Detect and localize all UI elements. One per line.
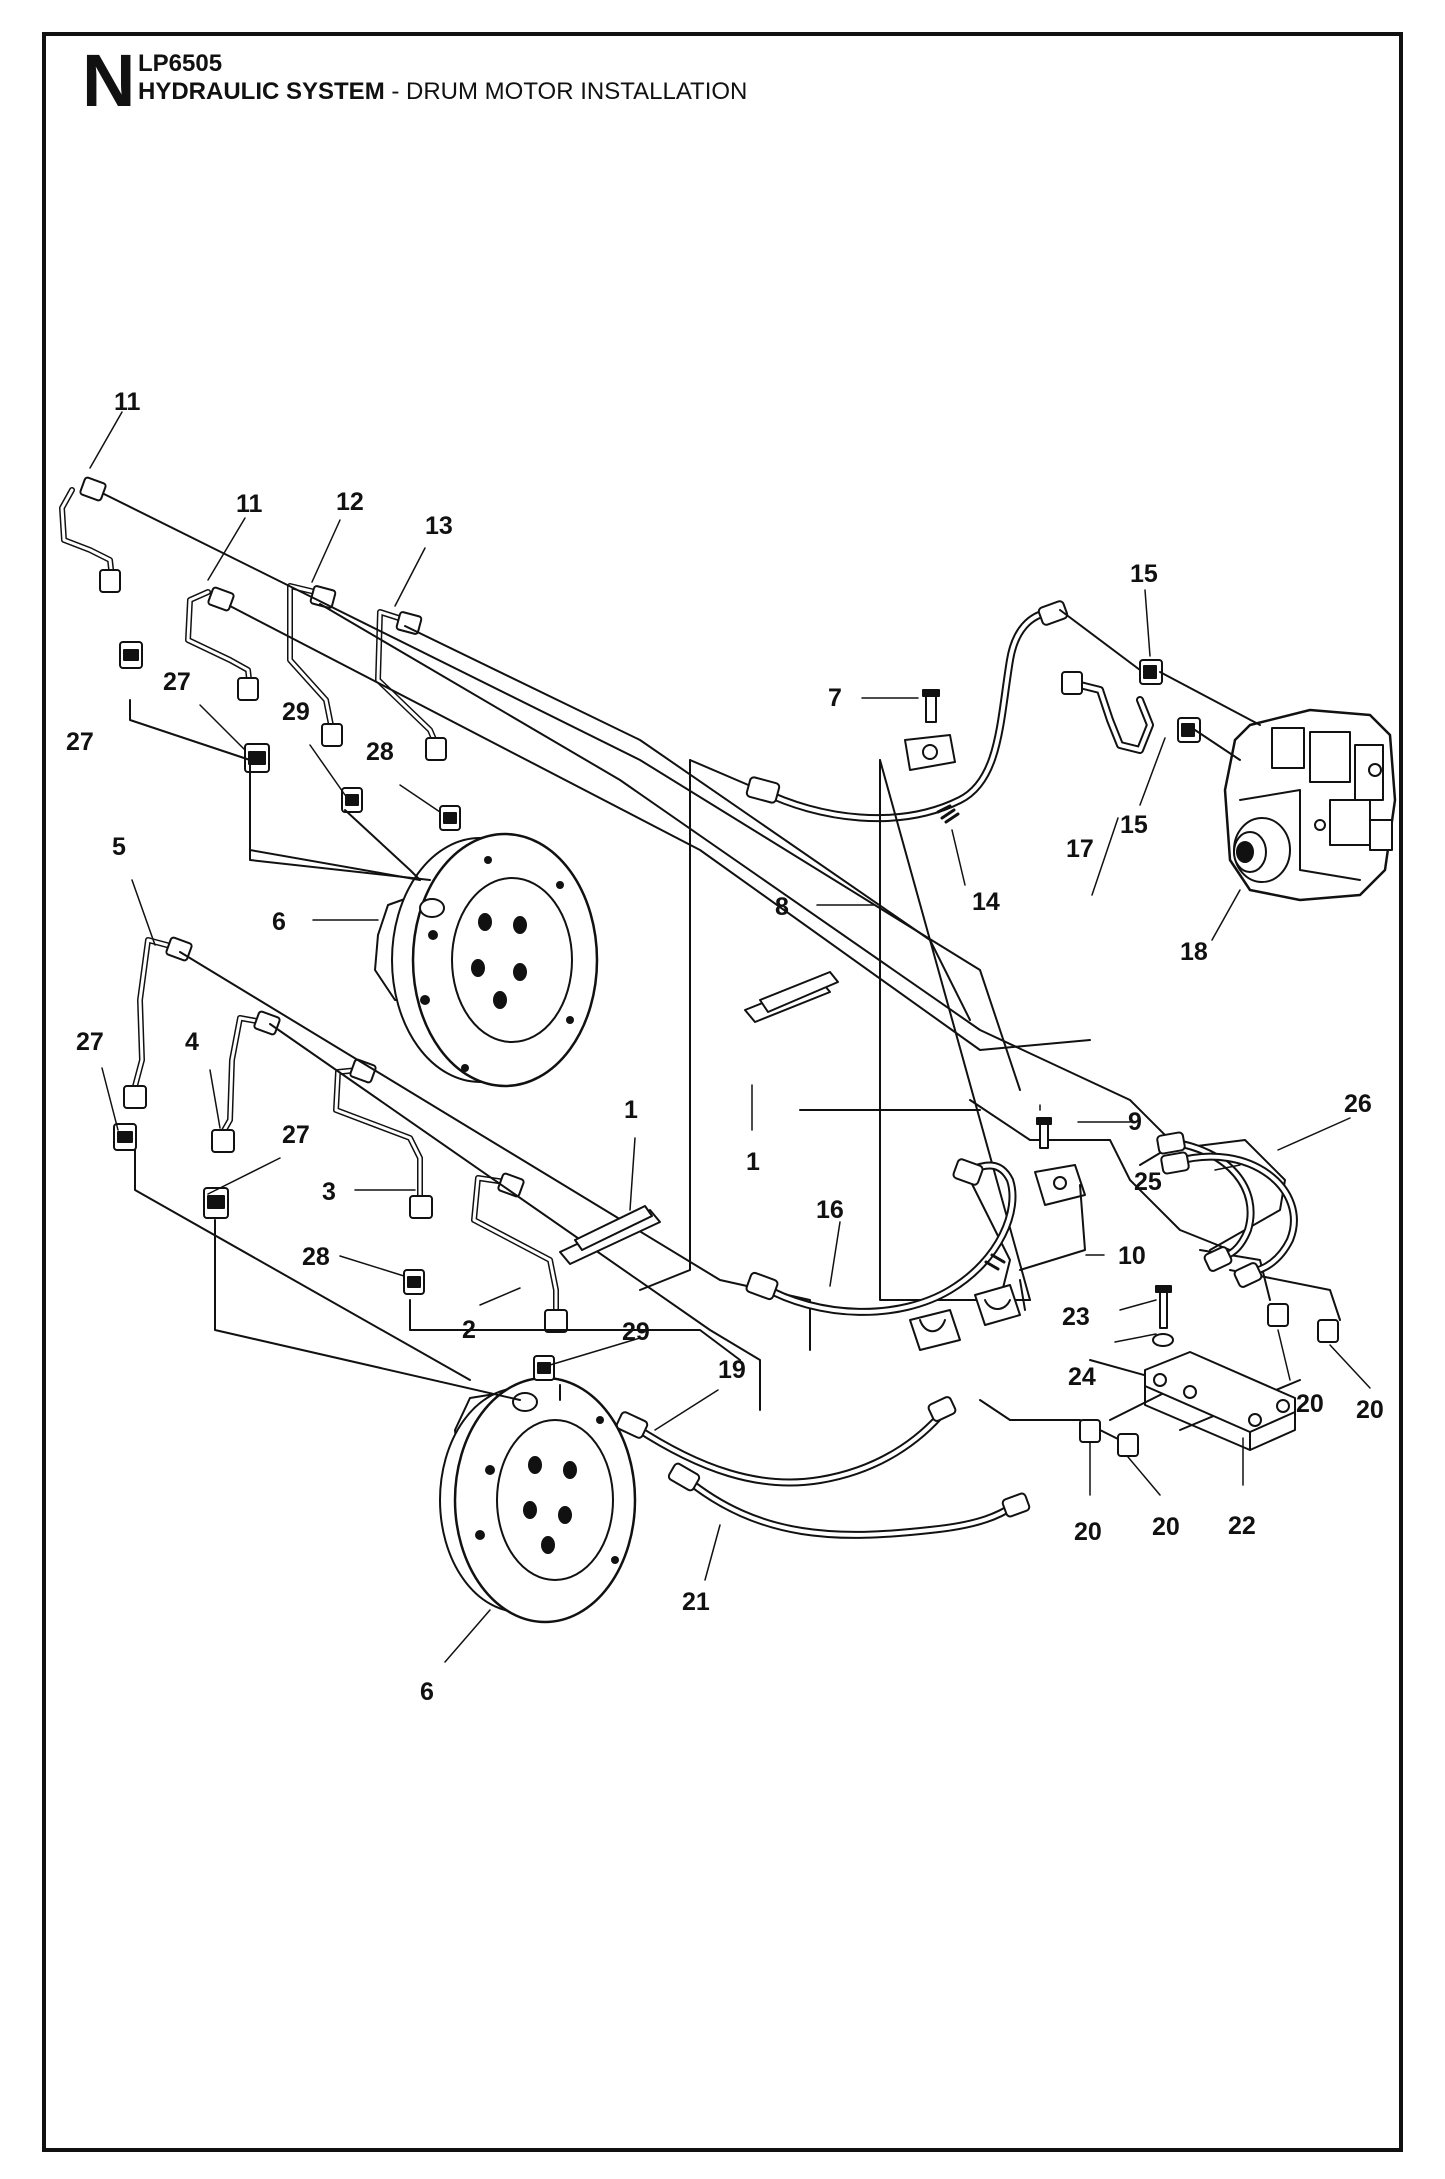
callout-29-b: 29 bbox=[622, 1318, 650, 1346]
callout-27-b: 27 bbox=[66, 728, 94, 756]
callout-3: 3 bbox=[322, 1178, 336, 1206]
callout-leader-lines bbox=[89, 411, 1371, 1663]
callout-16: 16 bbox=[816, 1196, 844, 1224]
callout-22: 22 bbox=[1228, 1512, 1256, 1540]
callout-20-a: 20 bbox=[1296, 1390, 1324, 1418]
callout-18: 18 bbox=[1180, 938, 1208, 966]
callout-20-c: 20 bbox=[1074, 1518, 1102, 1546]
callout-6-a: 6 bbox=[272, 908, 286, 936]
title-system: HYDRAULIC SYSTEM bbox=[138, 78, 385, 105]
drawing-frame: N LP6505 HYDRAULIC SYSTEM - DRUM MOTOR I… bbox=[42, 32, 1403, 2152]
page-title: HYDRAULIC SYSTEM - DRUM MOTOR INSTALLATI… bbox=[138, 78, 747, 106]
callout-8: 8 bbox=[775, 893, 789, 921]
clamp-bolt-7 bbox=[879, 689, 1031, 1351]
callout-20-d: 20 bbox=[1152, 1513, 1180, 1541]
callout-13: 13 bbox=[425, 512, 453, 540]
upper-drum-motor bbox=[374, 832, 599, 1088]
callout-7: 7 bbox=[828, 684, 842, 712]
clamp-bolt-9 bbox=[974, 1117, 1086, 1326]
callout-24: 24 bbox=[1068, 1363, 1096, 1391]
callout-17: 17 bbox=[1066, 835, 1094, 863]
upper-steel-tubes bbox=[59, 476, 447, 761]
upper-fittings bbox=[119, 641, 461, 831]
callout-6-b: 6 bbox=[420, 1678, 434, 1706]
lower-steel-tubes bbox=[123, 936, 568, 1333]
model-number: LP6505 bbox=[138, 50, 223, 77]
hoses-19-21 bbox=[615, 1396, 1031, 1539]
callout-4: 4 bbox=[185, 1028, 199, 1056]
callout-5: 5 bbox=[112, 833, 126, 861]
callout-15-b: 15 bbox=[1120, 811, 1148, 839]
callout-14: 14 bbox=[972, 888, 1000, 916]
hydraulic-pump bbox=[1223, 708, 1397, 902]
callout-28-b: 28 bbox=[302, 1243, 330, 1271]
callout-11-b: 11 bbox=[236, 490, 263, 518]
callout-2: 2 bbox=[462, 1316, 476, 1344]
callout-26: 26 bbox=[1344, 1090, 1372, 1118]
callout-10: 10 bbox=[1118, 1242, 1146, 1270]
callout-23: 23 bbox=[1062, 1303, 1090, 1331]
section-letter: N bbox=[82, 39, 136, 122]
pump-fittings bbox=[1059, 609, 1261, 761]
callout-1-a: 1 bbox=[624, 1096, 638, 1124]
callout-11-a: 11 bbox=[114, 388, 141, 416]
part-callouts: 11 11 12 13 15 15 7 27 27 29 28 5 6 8 14… bbox=[66, 388, 1384, 1706]
assembly-routing-lines bbox=[103, 493, 1341, 1441]
callout-27-a: 27 bbox=[163, 668, 191, 696]
callout-27-c: 27 bbox=[76, 1028, 104, 1056]
callout-28-a: 28 bbox=[366, 738, 394, 766]
callout-20-b: 20 bbox=[1356, 1396, 1384, 1424]
lower-drum-motor bbox=[439, 1376, 637, 1624]
callout-12: 12 bbox=[336, 488, 364, 516]
callout-27-d: 27 bbox=[282, 1121, 310, 1149]
lower-fittings bbox=[113, 1123, 555, 1381]
callout-21: 21 bbox=[682, 1588, 710, 1616]
hoses-25-26 bbox=[1156, 1131, 1298, 1288]
title-subsystem: - DRUM MOTOR INSTALLATION bbox=[384, 78, 748, 105]
callout-25: 25 bbox=[1134, 1168, 1162, 1196]
callout-9: 9 bbox=[1128, 1108, 1142, 1136]
manifold-block bbox=[1079, 1285, 1339, 1457]
hose-14 bbox=[745, 600, 1069, 824]
callout-1-b: 1 bbox=[746, 1148, 760, 1176]
callout-15-a: 15 bbox=[1130, 560, 1158, 588]
callout-29-a: 29 bbox=[282, 698, 310, 726]
callout-19: 19 bbox=[718, 1356, 746, 1384]
tube-clamps bbox=[559, 971, 839, 1265]
hose-16 bbox=[745, 1158, 1017, 1316]
